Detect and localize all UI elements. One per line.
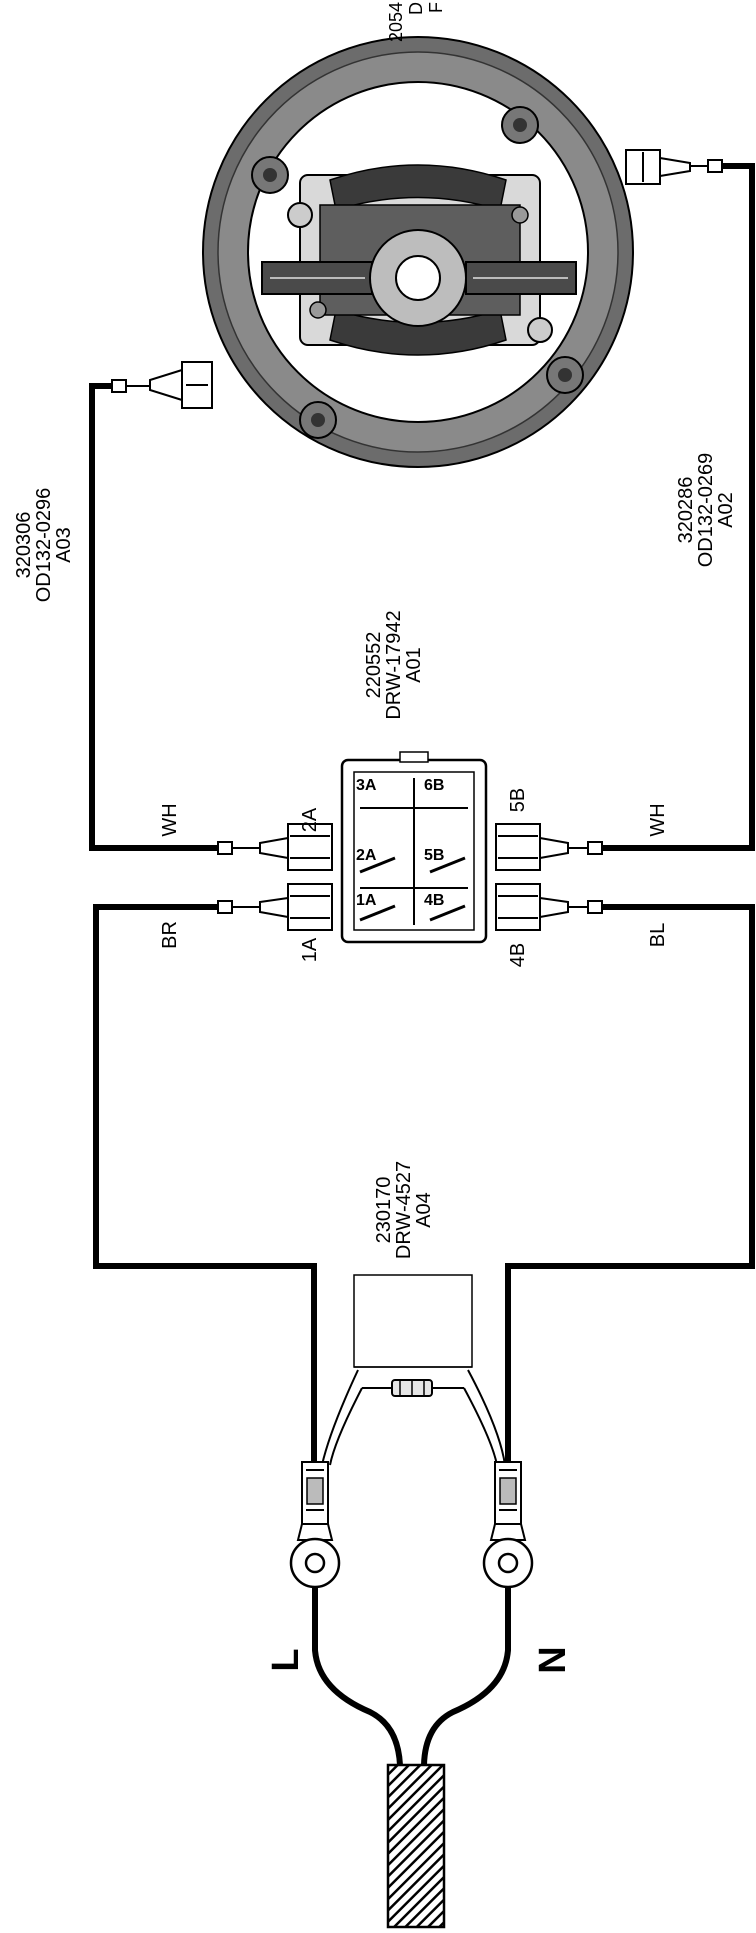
switch-label: 220552 DRW-17942 A01 <box>363 610 425 719</box>
motor-label-line-1: 2054 <box>386 2 406 42</box>
switch-terminal-1a: 1A <box>356 892 377 909</box>
pin-label-4b: 4B <box>507 943 529 967</box>
wire-color-bl: BL <box>647 923 669 947</box>
pin-label-2a: 2A <box>299 807 321 832</box>
right-wire-label-line-1: 320286 <box>675 477 697 544</box>
filter-label-line-2: DRW-4527 <box>393 1161 415 1259</box>
right-wire-label-line-3: A02 <box>715 492 737 528</box>
left-wire-label-line-2: OD132-0296 <box>33 488 55 603</box>
switch-terminal-4b: 4B <box>424 892 444 909</box>
switch-label-line-2: DRW-17942 <box>383 610 405 719</box>
mains-label-neutral: N <box>532 1646 574 1673</box>
wire-paths <box>89 163 755 1466</box>
switch-terminal-6b: 6B <box>424 777 444 794</box>
motor-assembly <box>202 36 634 468</box>
left-wire-label-line-1: 320306 <box>13 512 35 579</box>
suppression-filter <box>321 1274 506 1466</box>
switch-assembly: 3A 6B 2A 5B 1A 4B <box>340 751 488 944</box>
left-wire-label-line-3: A03 <box>53 527 75 563</box>
mains-cable <box>312 1588 511 1929</box>
switch-label-line-3: A01 <box>403 647 425 683</box>
filter-label-line-3: A04 <box>413 1192 435 1228</box>
right-wire-label-line-2: OD132-0269 <box>695 453 717 568</box>
pin-label-5b: 5B <box>507 788 529 812</box>
wire-color-br: BR <box>159 921 181 949</box>
right-wire-label: 320286 OD132-0269 A02 <box>675 453 737 568</box>
filter-label: 230170 DRW-4527 A04 <box>373 1161 435 1259</box>
switch-terminal-5b: 5B <box>424 847 444 864</box>
motor-label-line-3: F <box>426 2 446 13</box>
motor-label-line-2: D <box>406 2 426 15</box>
switch-label-line-1: 220552 <box>363 632 385 699</box>
pin-label-1a: 1A <box>299 937 321 962</box>
wire-color-wh-right: WH <box>647 803 669 836</box>
ring-terminals <box>289 1461 534 1589</box>
motor-label: 2054 D F <box>386 2 446 42</box>
right-motor-connector <box>625 149 723 185</box>
mains-label-live: L <box>265 1648 307 1671</box>
filter-label-line-1: 230170 <box>373 1177 395 1244</box>
switch-connectors <box>217 823 603 931</box>
switch-terminal-2a: 2A <box>356 847 377 864</box>
left-wire-label: 320306 OD132-0296 A03 <box>13 488 75 603</box>
left-motor-connector <box>111 361 213 409</box>
switch-terminal-3a: 3A <box>356 777 377 794</box>
wire-color-wh-left: WH <box>159 803 181 836</box>
